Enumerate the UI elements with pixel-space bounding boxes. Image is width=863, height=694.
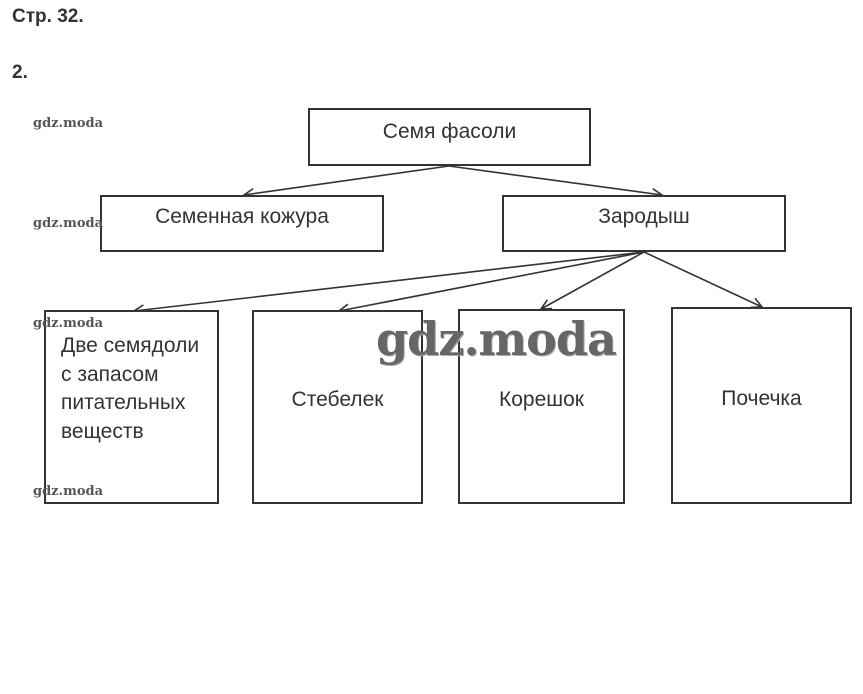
box-stem-label: Стебелек [291, 388, 384, 411]
box-embryo-label: Зародыш [598, 205, 690, 228]
box-bud: Почечка [671, 307, 852, 504]
box-root: Корешок [458, 309, 625, 504]
arrow-embryo-to-root [541, 251, 645, 309]
watermark-small-3: gdz.moda [33, 316, 104, 331]
watermark-small-1: gdz.moda [33, 116, 104, 131]
box-bean-seed-label: Семя фасоли [382, 120, 517, 143]
arrow-embryo-to-stem [339, 251, 645, 311]
arrow-root-to-embryo [448, 165, 662, 195]
box-stem: Стебелек [252, 310, 423, 504]
box-seed-coat: Семенная кожура [100, 195, 384, 252]
arrow-root-to-seed-coat [244, 165, 450, 195]
task-number: 2. [12, 62, 28, 83]
page-title: Стр. 32. [12, 6, 84, 27]
arrow-embryo-to-bud [643, 251, 762, 307]
arrow-embryo-to-cotyledons [134, 251, 645, 311]
box-bud-label: Почечка [721, 386, 802, 410]
box-cotyledons: Две семядоли с запасом питательных вещес… [44, 310, 219, 504]
watermark-large: gdz.moda [376, 312, 617, 366]
box-seed-coat-label: Семенная кожура [155, 205, 329, 228]
box-bean-seed: Семя фасоли [308, 108, 591, 166]
box-embryo: Зародыш [502, 195, 786, 252]
box-root-label: Корешок [499, 387, 584, 411]
watermark-small-2: gdz.moda [33, 216, 104, 231]
watermark-small-4: gdz.moda [33, 484, 104, 499]
box-cotyledons-label: Две семядоли с запасом питательных вещес… [61, 334, 200, 443]
